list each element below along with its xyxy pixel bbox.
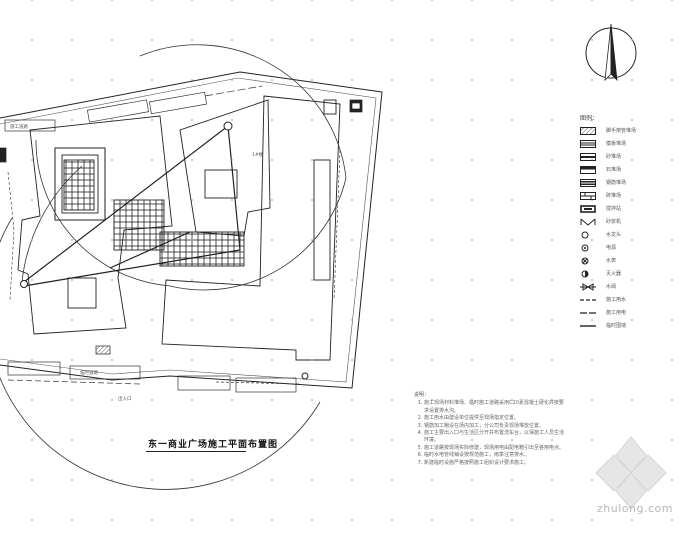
north-arrow-icon xyxy=(585,23,637,82)
legend-item: 模板堆场 xyxy=(580,139,680,152)
legend-item: 砂浆机 xyxy=(580,217,680,230)
thick-box-icon xyxy=(580,205,596,213)
long-dash-line-icon xyxy=(580,312,596,314)
striped-box-icon xyxy=(580,140,596,148)
building-label: 1#楼 xyxy=(252,151,264,158)
legend-label: 水表 xyxy=(606,258,617,264)
notes: 说明： 施工现场材料堆场、临时施工道路采用C20素混凝土硬化并按要求设置排水沟。… xyxy=(414,392,564,467)
legend-item: 搅拌站 xyxy=(580,204,680,217)
note-item: 施工用水由建设单位提供至现场指定位置。 xyxy=(424,415,564,422)
legend-item: 水龙头 xyxy=(580,230,680,243)
dash-line-icon xyxy=(580,299,596,301)
legend-item: 石堆场 xyxy=(580,165,680,178)
circle-cross-icon xyxy=(581,257,589,265)
legend-item: 水表 xyxy=(580,256,680,269)
valve-icon xyxy=(580,283,596,291)
legend-label: 施工用电 xyxy=(606,310,627,316)
note-item: 新建临时设施严格按照施工组织设计要求施工。 xyxy=(424,460,564,467)
legend-item: 临时围墙 xyxy=(580,321,680,334)
legend-label: 砂浆机 xyxy=(606,219,622,225)
note-item: 临时水电管线铺设按规范施工，雨季注意排水。 xyxy=(424,452,564,459)
legend-item: 砖堆场 xyxy=(580,191,680,204)
hatch-box-icon xyxy=(580,127,596,135)
legend-label: 砖堆场 xyxy=(606,193,622,199)
triangle-pair-icon xyxy=(580,218,596,226)
utility-lines xyxy=(7,149,341,301)
watermark-text: zhulong.com xyxy=(597,502,673,515)
legend-label: 砂堆场 xyxy=(606,154,622,160)
circle-dot-icon xyxy=(581,244,589,252)
note-item: 钢筋加工棚设在场内加工，分公司负责现场堆放位置。 xyxy=(424,423,564,430)
brick-box-icon xyxy=(580,192,596,200)
legend-label: 灭火器 xyxy=(606,271,622,277)
road-bottom-label: 临时道路 xyxy=(80,369,98,376)
legend-label: 钢筋堆场 xyxy=(606,180,627,186)
legend-label: 石堆场 xyxy=(606,167,622,173)
legend-item: 施工用电 xyxy=(580,308,680,321)
watermark-logo-icon xyxy=(595,436,667,510)
triple-line-box-icon xyxy=(580,179,596,187)
building-right xyxy=(161,95,341,361)
crane-radius xyxy=(0,44,347,490)
legend-label: 施工用水 xyxy=(606,297,627,303)
legend-item: 电源 xyxy=(580,243,680,256)
circle-icon xyxy=(581,231,589,239)
double-line-box-icon xyxy=(580,153,596,161)
filled-bar-box-icon xyxy=(580,166,596,174)
legend-label: 水阀 xyxy=(606,284,617,290)
plan-title: 东一商业广场施工平面布置图 xyxy=(148,440,279,450)
building-center xyxy=(113,99,271,267)
legend-label: 搅拌站 xyxy=(606,206,622,212)
plan-title-underline xyxy=(146,451,246,452)
site-boundary xyxy=(0,71,383,389)
legend-header: 图例： xyxy=(580,115,599,122)
notes-title: 说明： xyxy=(414,392,430,398)
note-item: 施工道路按现场实际修建，现场用电由配电箱引出至各用电点。 xyxy=(424,445,564,452)
half-circle-icon xyxy=(581,270,589,278)
legend-item: 施工用水 xyxy=(580,295,680,308)
solid-line-icon xyxy=(580,325,596,327)
note-item: 施工主要出入口与生活区分开并布置洗车台，以保施工人员生活环境。 xyxy=(424,430,564,445)
gate-label: 出入口 xyxy=(118,395,132,402)
legend-item: 水阀 xyxy=(580,282,680,295)
legend-item: 脚手架管堆场 xyxy=(580,126,680,139)
legend-label: 临时围墙 xyxy=(606,323,627,329)
legend-item: 灭火器 xyxy=(580,269,680,282)
legend-item: 砂堆场 xyxy=(580,152,680,165)
legend-label: 脚手架管堆场 xyxy=(606,128,637,134)
road-top-label: 施工道路 xyxy=(10,123,28,130)
note-item: 施工现场材料堆场、临时施工道路采用C20素混凝土硬化并按要求设置排水沟。 xyxy=(424,400,564,415)
legend-item: 钢筋堆场 xyxy=(580,178,680,191)
legend-label: 电源 xyxy=(606,245,617,251)
legend-label: 模板堆场 xyxy=(606,141,627,147)
legend-label: 水龙头 xyxy=(606,232,622,238)
notes-list: 施工现场材料堆场、临时施工道路采用C20素混凝土硬化并按要求设置排水沟。 施工用… xyxy=(414,400,564,467)
legend: 图例： 脚手架管堆场 模板堆场 砂堆场 石堆场 钢筋堆场 砖堆场 搅拌站 砂浆机… xyxy=(580,113,680,334)
